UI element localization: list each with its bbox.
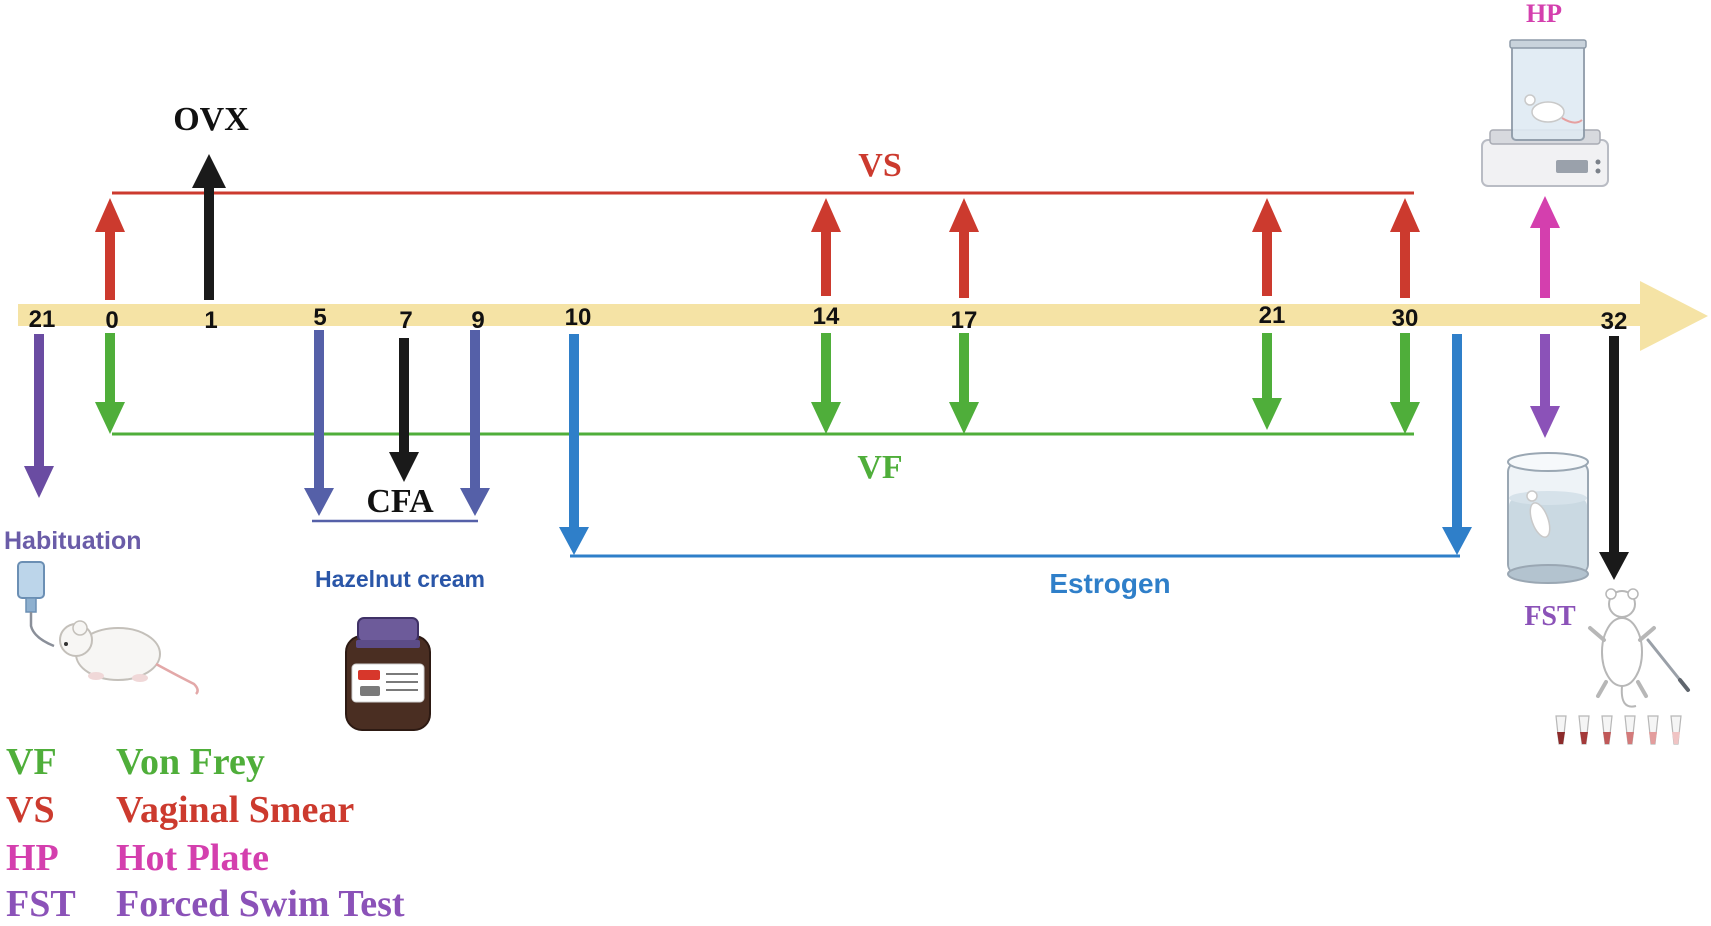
habituation-group: Habituation (4, 334, 142, 555)
day-label: 1 (204, 307, 217, 334)
day-label: 0 (105, 307, 118, 334)
hazelnut-label: Hazelnut cream (315, 566, 485, 592)
fst-arrow (1530, 334, 1560, 438)
timeline (18, 281, 1708, 351)
ovx-group: OVX (173, 101, 249, 300)
hazelnut-jar-icon (345, 617, 431, 731)
vf-arrow (811, 333, 841, 434)
vs-arrow (95, 198, 125, 300)
legend-abbr: HP (6, 837, 59, 879)
timeline-bar (18, 304, 1648, 326)
vs-group: VS (95, 147, 1420, 300)
vs-arrow (1252, 198, 1282, 296)
vs-arrow (1390, 198, 1420, 298)
day-label: 14 (813, 303, 840, 330)
vf-arrow (95, 333, 125, 434)
water-bottle-icon (17, 561, 55, 648)
legend-name: Vaginal Smear (116, 789, 355, 831)
day-label: 10 (565, 304, 592, 331)
hazelnut-arrow (304, 330, 334, 516)
vf-arrow (1252, 333, 1282, 430)
legend-row-hp: HP Hot Plate (6, 836, 269, 880)
legend-row-vs: VS Vaginal Smear (6, 788, 354, 832)
estrogen-arrow (1442, 334, 1472, 555)
estrogen-group: Estrogen (559, 334, 1472, 599)
vf-arrow (1390, 333, 1420, 434)
day-label: 9 (471, 307, 484, 334)
vs-arrow (949, 198, 979, 298)
dissection-mouse-icon (1588, 588, 1690, 708)
estrogen-arrow (559, 334, 589, 555)
vf-group: VF (95, 333, 1420, 486)
endpoint-arrow (1599, 336, 1629, 580)
day-label: 17 (951, 307, 978, 334)
day-label: 30 (1392, 305, 1419, 332)
day-label: 32 (1601, 308, 1628, 335)
ovx-arrow (192, 154, 226, 300)
hazelnut-group: Hazelnut cream CFA (304, 330, 490, 592)
legend-row-fst: FST Forced Swim Test (6, 882, 405, 926)
vf-arrow (949, 333, 979, 434)
day-label: 5 (313, 304, 326, 331)
hot-plate-icon (1481, 39, 1609, 187)
hp-arrow (1530, 196, 1560, 298)
hp-group: HP (1481, 0, 1609, 298)
vs-label: VS (858, 147, 901, 184)
legend-name: Forced Swim Test (116, 883, 405, 925)
legend-abbr: FST (6, 883, 76, 925)
mouse-icon (59, 620, 199, 695)
vf-label: VF (857, 449, 902, 486)
ovx-label: OVX (173, 101, 249, 138)
legend-row-vf: VF Von Frey (6, 740, 265, 784)
timeline-arrowhead (1640, 281, 1708, 351)
fst-label: FST (1524, 601, 1576, 632)
vs-arrow (811, 198, 841, 296)
estrogen-label: Estrogen (1049, 568, 1170, 599)
day-label: 21 (29, 306, 56, 333)
legend-abbr: VS (6, 789, 55, 831)
hp-top-label: HP (1526, 0, 1562, 28)
cfa-arrow (389, 338, 419, 482)
legend-abbr: VF (6, 741, 57, 783)
endpoint-group (1555, 336, 1690, 745)
habituation-arrow (24, 334, 54, 498)
fst-group: FST (1507, 334, 1589, 632)
sample-tubes-icon (1555, 715, 1682, 745)
day-label: 21 (1259, 302, 1286, 329)
swim-cylinder-icon (1507, 452, 1589, 584)
day-labels: 21 0 1 5 7 9 10 14 17 21 30 32 (29, 302, 1628, 335)
day-label: 7 (399, 307, 412, 334)
legend-name: Hot Plate (116, 837, 270, 879)
hazelnut-arrow (460, 330, 490, 516)
habituation-label: Habituation (4, 527, 142, 555)
legend-name: Von Frey (116, 741, 265, 783)
cfa-label: CFA (366, 483, 434, 520)
